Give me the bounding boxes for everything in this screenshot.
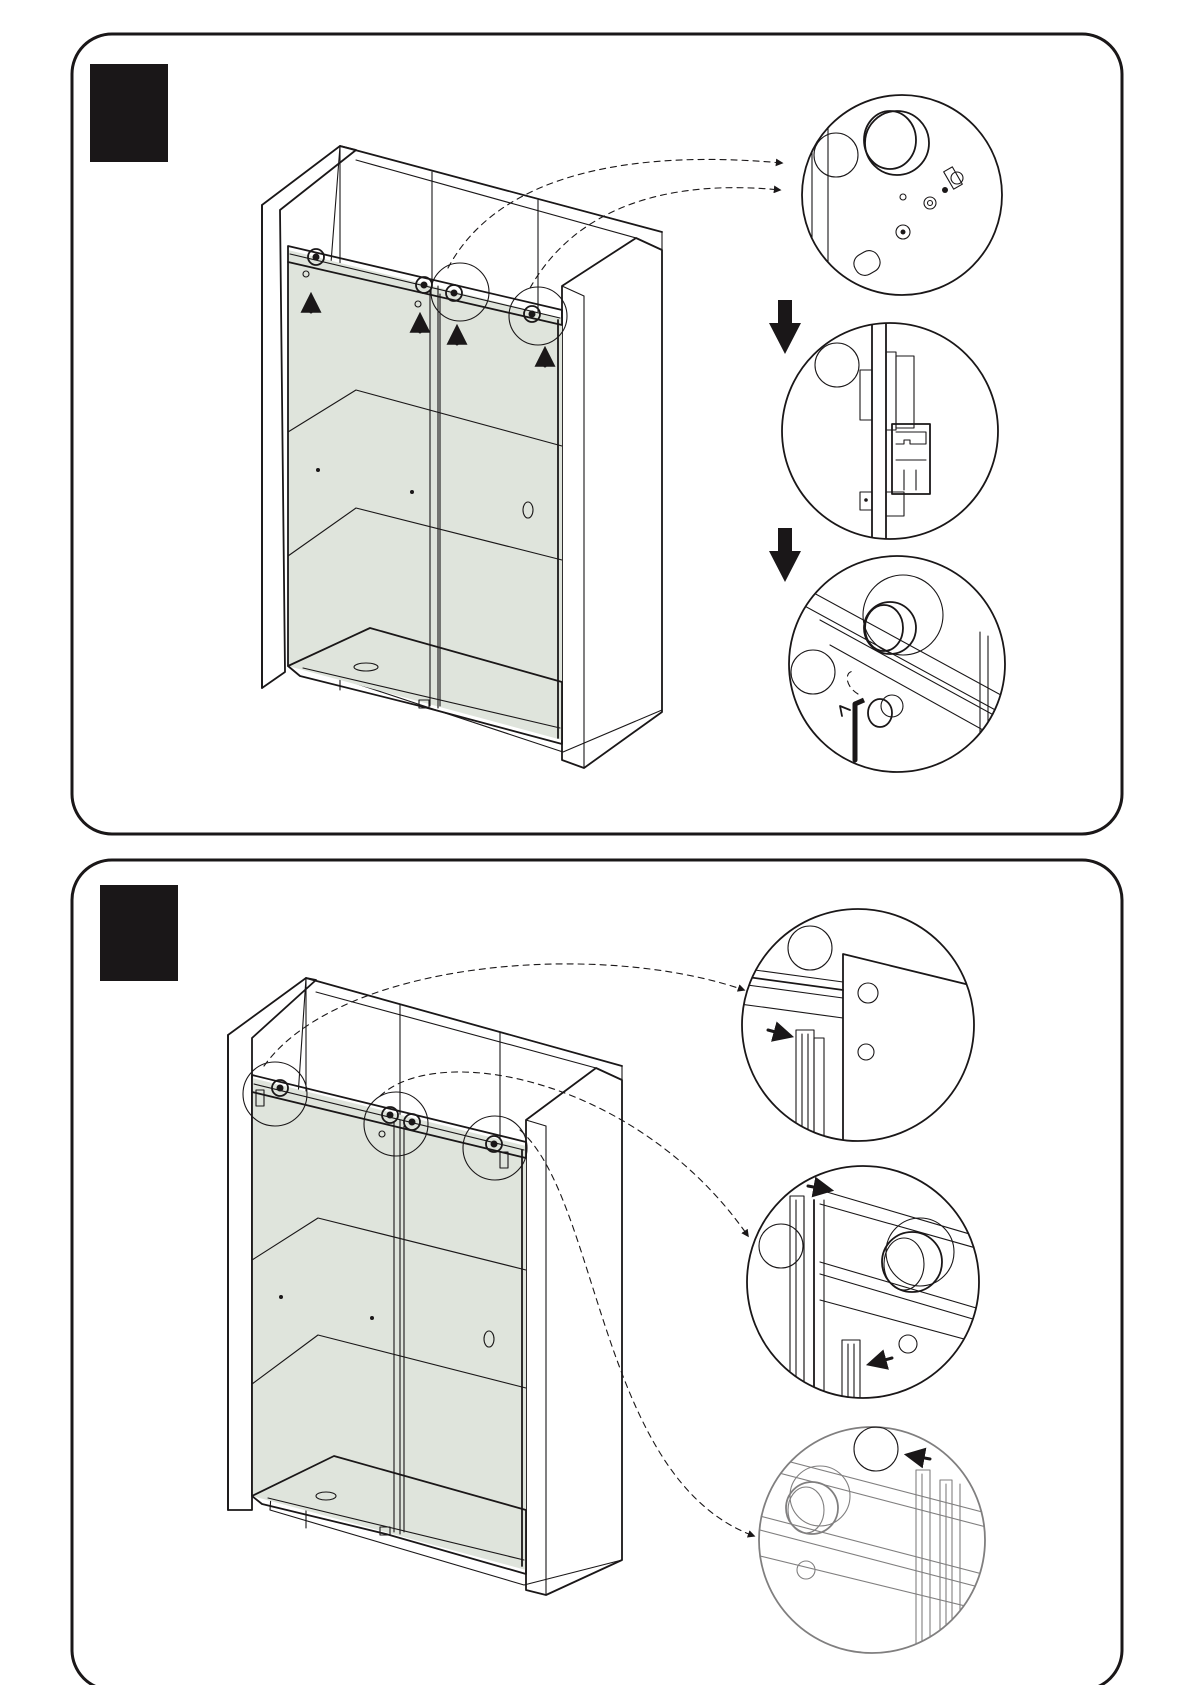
detail-circle-2a	[740, 909, 990, 1150]
step-number-badge	[100, 885, 178, 981]
detail-label-1b	[815, 343, 859, 387]
detail-label-2a	[788, 926, 832, 970]
step-panel-1	[72, 34, 1122, 834]
detail-circle-1a	[802, 80, 1010, 310]
callout-arrow-1	[264, 964, 744, 1066]
right-wall	[562, 238, 662, 768]
detail-circle-2c	[759, 1427, 990, 1660]
detail-label-2c	[854, 1427, 898, 1471]
down-arrow-icon	[769, 300, 801, 354]
detail-circle-1c	[789, 556, 1010, 772]
detail-circle-2b	[747, 1166, 990, 1400]
detail-circle-1b	[782, 320, 998, 545]
detail-label-1a	[814, 133, 858, 177]
step-panel-2	[72, 860, 1122, 1685]
right-wall	[526, 1068, 622, 1595]
callout-arrow-2	[530, 188, 780, 288]
roller-wheel	[865, 111, 929, 175]
step-number-badge	[90, 64, 168, 162]
left-arrow-icon	[908, 1455, 930, 1459]
down-arrow-icon	[769, 528, 801, 582]
right-arrow-icon	[808, 1186, 830, 1190]
track-profile	[892, 424, 930, 494]
end-stopper	[916, 1470, 930, 1660]
glass-panels	[252, 1078, 526, 1570]
shower-enclosure-illustration	[228, 978, 622, 1595]
glass-panels	[288, 250, 562, 740]
right-arrow-icon	[768, 1030, 790, 1036]
callout-arrow-3	[520, 1130, 754, 1536]
panel-frame	[72, 34, 1122, 834]
detail-label-1c	[791, 650, 835, 694]
left-arrow-icon	[870, 1358, 892, 1364]
shower-enclosure-illustration	[262, 146, 662, 768]
end-stopper	[790, 1196, 804, 1396]
